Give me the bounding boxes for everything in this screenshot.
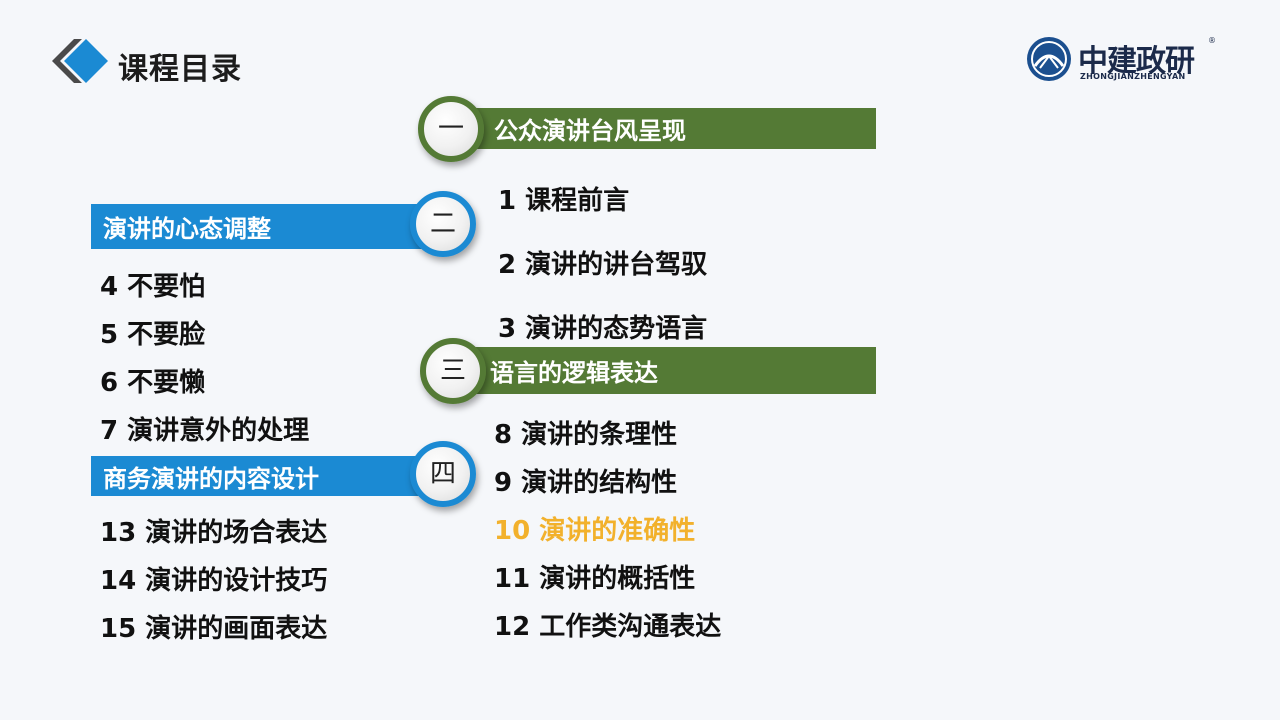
section-3-title: 语言的逻辑表达 <box>490 359 658 387</box>
section-2-number: 二 <box>429 209 456 239</box>
list-item-highlighted: 10 演讲的准确性 <box>494 516 696 546</box>
section-1-number: 一 <box>437 114 464 144</box>
list-item: 9 演讲的结构性 <box>494 468 678 498</box>
section-3-bar: 语言的逻辑表达 <box>470 347 876 394</box>
registered-mark: ® <box>1208 36 1216 45</box>
list-item: 13 演讲的场合表达 <box>100 518 328 548</box>
diamond-logo-icon <box>52 39 108 83</box>
brand-emblem-icon <box>1027 37 1071 81</box>
list-item: 12 工作类沟通表达 <box>494 612 722 642</box>
section-1-title: 公众演讲台风呈现 <box>494 117 686 145</box>
list-item: 7 演讲意外的处理 <box>100 416 310 446</box>
section-3-number-circle: 三 <box>420 338 486 404</box>
list-item: 15 演讲的画面表达 <box>100 614 328 644</box>
list-item: 5 不要脸 <box>100 320 206 350</box>
section-2-number-circle: 二 <box>410 191 476 257</box>
brand-subtitle: ZHONGJIANZHENGYAN <box>1080 72 1186 81</box>
list-item: 3 演讲的态势语言 <box>498 314 708 344</box>
list-item: 14 演讲的设计技巧 <box>100 566 328 596</box>
list-item: 11 演讲的概括性 <box>494 564 696 594</box>
section-1-number-circle: 一 <box>418 96 484 162</box>
list-item: 6 不要懒 <box>100 368 206 398</box>
list-item: 8 演讲的条理性 <box>494 420 678 450</box>
section-4-bar: 商务演讲的内容设计 <box>91 456 436 496</box>
section-3-number: 三 <box>439 356 466 386</box>
section-1-bar: 公众演讲台风呈现 <box>470 108 876 149</box>
list-item: 4 不要怕 <box>100 272 206 302</box>
brand-name: 中建政研 <box>1078 44 1195 79</box>
section-2-bar: 演讲的心态调整 <box>91 204 436 249</box>
page-title: 课程目录 <box>118 52 242 87</box>
list-item: 1 课程前言 <box>498 186 630 216</box>
list-item: 2 演讲的讲台驾驭 <box>498 250 708 280</box>
section-4-title: 商务演讲的内容设计 <box>103 464 319 493</box>
brand-logo: 中建政研 ® ZHONGJIANZHENGYAN <box>1026 36 1216 86</box>
section-4-number: 四 <box>429 459 456 489</box>
section-4-number-circle: 四 <box>410 441 476 507</box>
section-2-title: 演讲的心态调整 <box>103 215 271 243</box>
